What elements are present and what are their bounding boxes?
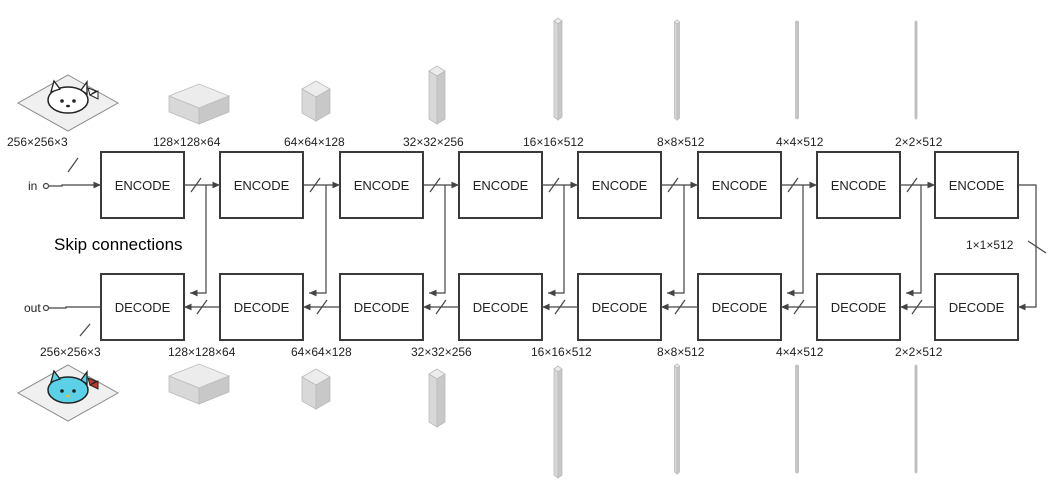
feature-block-icon	[428, 65, 446, 125]
decoder-block-label: DECODE	[234, 300, 290, 315]
decoder-dim-label: 32×32×256	[411, 345, 472, 359]
encoder-block-label: ENCODE	[354, 178, 410, 193]
feature-block-icon	[301, 368, 331, 410]
decoder-wires	[42, 299, 935, 337]
feature-block-icon	[673, 19, 681, 121]
decoder-block-label: DECODE	[354, 300, 410, 315]
decoder-block-label: DECODE	[473, 300, 529, 315]
feature-block-icon	[553, 17, 563, 121]
decoder-dim-label: 64×64×128	[291, 345, 352, 359]
decoder-block-7: DECODE	[816, 273, 901, 341]
encoder-dim-label: 128×128×64	[153, 135, 221, 149]
decoder-dim-label: 2×2×512	[895, 345, 943, 359]
encoder-block-label: ENCODE	[473, 178, 529, 193]
input-image-icon	[16, 74, 120, 132]
feature-block-icon	[914, 20, 918, 120]
encoder-dim-label: 2×2×512	[895, 135, 943, 149]
decoder-block-label: DECODE	[592, 300, 648, 315]
feature-block-icon	[914, 364, 918, 474]
decoder-dim-label: 256×256×3	[40, 345, 101, 359]
skip-connections	[190, 185, 922, 297]
encoder-block-label: ENCODE	[949, 178, 1005, 193]
out-label: out	[24, 301, 41, 315]
decoder-dim-label: 16×16×512	[531, 345, 592, 359]
feature-block-icon	[167, 363, 231, 405]
feature-block-icon	[794, 20, 800, 120]
encoder-block-5: ENCODE	[577, 151, 662, 219]
output-image-icon	[16, 364, 120, 422]
encoder-block-label: ENCODE	[234, 178, 290, 193]
decoder-block-1: DECODE	[100, 273, 185, 341]
encoder-block-4: ENCODE	[458, 151, 543, 219]
encoder-dim-label: 256×256×3	[7, 135, 68, 149]
in-label: in	[28, 179, 37, 193]
feature-block-icon	[301, 80, 331, 122]
decoder-block-6: DECODE	[697, 273, 782, 341]
feature-block-icon	[673, 363, 681, 475]
decoder-block-4: DECODE	[458, 273, 543, 341]
encoder-dim-label: 32×32×256	[403, 135, 464, 149]
decoder-block-3: DECODE	[339, 273, 424, 341]
encoder-block-7: ENCODE	[816, 151, 901, 219]
decoder-block-5: DECODE	[577, 273, 662, 341]
encoder-dim-label: 4×4×512	[776, 135, 824, 149]
encoder-block-2: ENCODE	[219, 151, 304, 219]
decoder-block-label: DECODE	[115, 300, 171, 315]
encoder-block-label: ENCODE	[831, 178, 887, 193]
decoder-block-8: DECODE	[934, 273, 1019, 341]
feature-block-icon	[794, 364, 800, 474]
decoder-dim-label: 8×8×512	[657, 345, 705, 359]
decoder-dim-label: 4×4×512	[776, 345, 824, 359]
encoder-block-label: ENCODE	[592, 178, 648, 193]
decoder-block-label: DECODE	[712, 300, 768, 315]
bottleneck-dim-label: 1×1×512	[966, 238, 1014, 252]
encoder-block-label: ENCODE	[115, 178, 171, 193]
decoder-block-label: DECODE	[949, 300, 1005, 315]
encoder-block-6: ENCODE	[697, 151, 782, 219]
diagram-body: ENCODE DECODE ENCODE DECODE ENCODE DECODE ENCO…	[7, 17, 1047, 479]
encoder-block-3: ENCODE	[339, 151, 424, 219]
encoder-block-8: ENCODE	[934, 151, 1019, 219]
feature-block-icon	[553, 365, 563, 479]
encoder-block-1: ENCODE	[100, 151, 185, 219]
feature-block-icon	[167, 83, 231, 125]
encoder-dim-label: 16×16×512	[523, 135, 584, 149]
encoder-dim-label: 8×8×512	[657, 135, 705, 149]
encoder-block-label: ENCODE	[712, 178, 768, 193]
encoder-dim-label: 64×64×128	[284, 135, 345, 149]
encoder-wires	[42, 157, 1047, 311]
decoder-dim-label: 128×128×64	[168, 345, 236, 359]
decoder-block-label: DECODE	[831, 300, 887, 315]
decoder-block-2: DECODE	[219, 273, 304, 341]
skip-connections-label: Skip connections	[54, 235, 183, 254]
feature-block-icon	[428, 368, 446, 428]
